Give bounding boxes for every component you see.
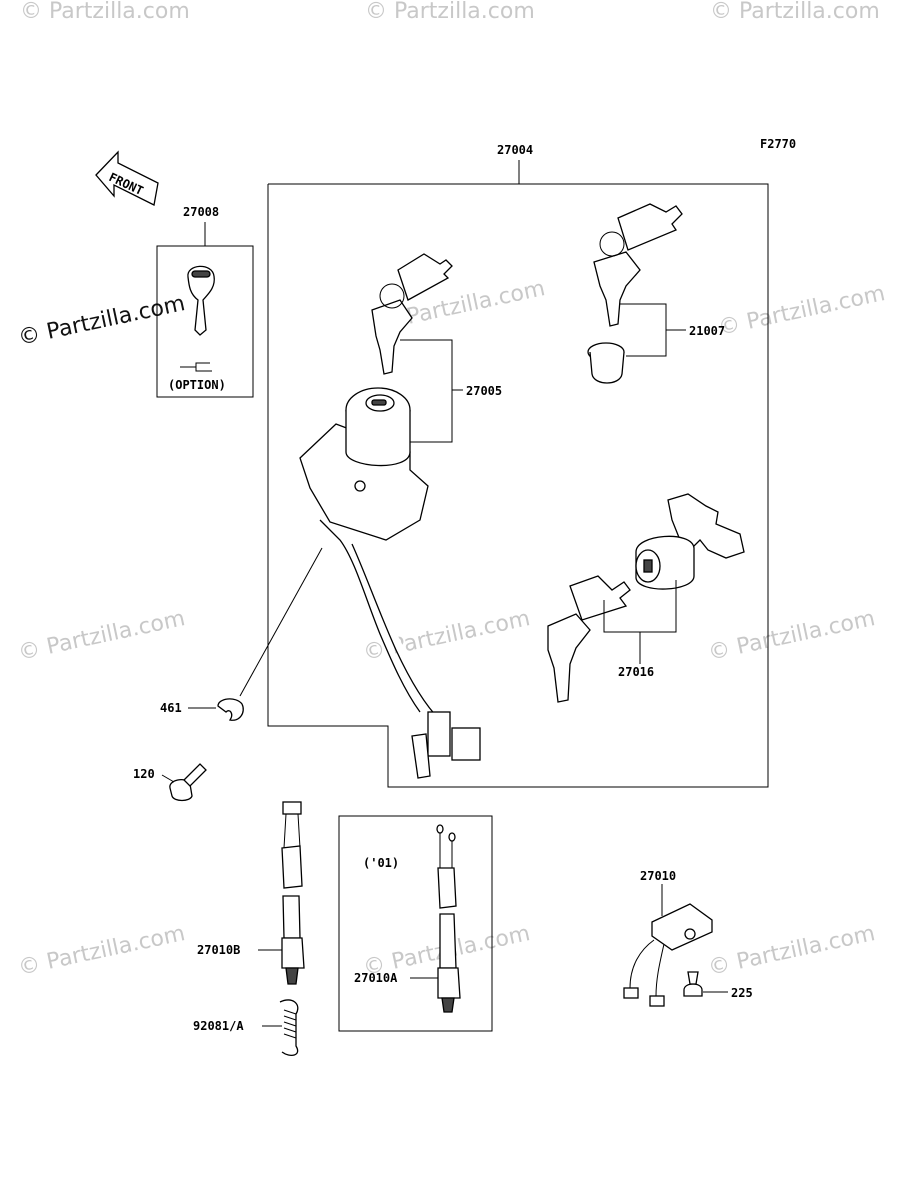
part-label-120: 120 [133,767,155,781]
part-label-225: 225 [731,986,753,1000]
seat-lock-27016: 27016 [547,493,745,703]
key-icon [187,265,215,336]
part-label-27016: 27016 [618,665,654,679]
year-01-box: ('01) 27010A [338,815,493,1032]
front-arrow-icon: FRONT [95,150,159,206]
screw-225: 225 [683,971,753,1000]
part-label-27008: 27008 [183,205,219,219]
ignition-switch [299,387,481,779]
watermark: © Partzilla.com [16,291,187,351]
option-note: (OPTION) [168,378,226,392]
watermark: © Partzilla.com [706,606,877,666]
part-label-27005: 27005 [466,384,502,398]
figure-code: F2770 [760,137,796,151]
watermark: © Partzilla.com [706,921,877,981]
year-note: ('01) [363,856,399,870]
part-label-92081a: 92081/A [193,1019,244,1033]
relay-27010: 27010 [623,869,713,1007]
part-label-461: 461 [160,701,182,715]
assembly-frame: 27004 [267,143,769,788]
clip-461: 461 [160,547,323,721]
part-label-27010: 27010 [640,869,676,883]
switch-27010b: 27010B [197,801,305,985]
part-label-27010a: 27010A [354,971,398,985]
watermark: © Partzilla.com [365,0,535,24]
spring-92081a: 92081/A [193,999,299,1057]
bolt-120: 120 [133,763,207,802]
option-key-box: 27008 (OPTION) [156,205,254,398]
watermark: © Partzilla.com [716,281,887,341]
key-pair-21007: 21007 [587,203,725,384]
part-label-21007: 21007 [689,324,725,338]
watermark: © Partzilla.com [16,606,187,666]
part-label-27004: 27004 [497,143,533,157]
watermark: © Partzilla.com [710,0,880,24]
key-pair-27005: 27005 [371,253,502,443]
watermark: © Partzilla.com [16,921,187,981]
part-label-27010b: 27010B [197,943,240,957]
watermark: © Partzilla.com [20,0,190,24]
